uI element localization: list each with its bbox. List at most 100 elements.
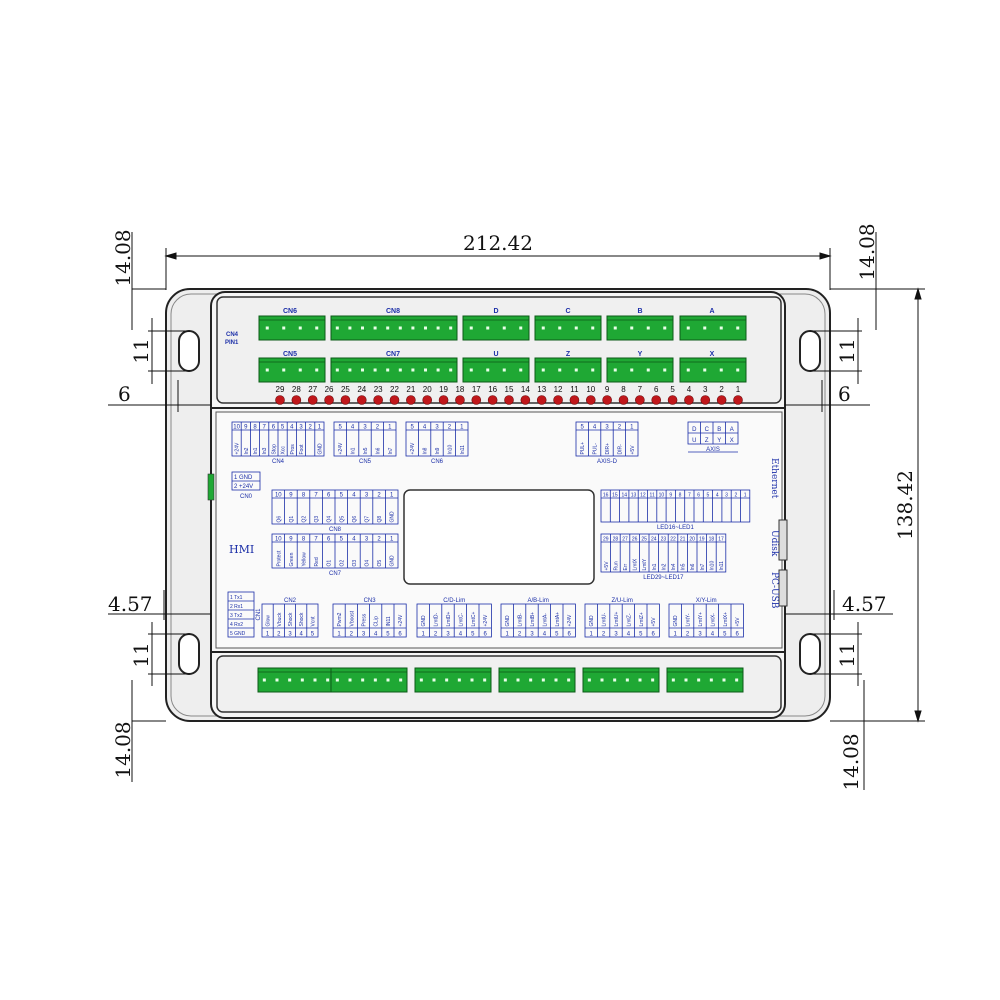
pin-number: 2 (350, 632, 354, 638)
cn1-row: 5 GND (230, 631, 246, 637)
bottom-terminal-5[interactable] (582, 667, 660, 693)
pin-number: 5 (340, 537, 344, 543)
terminal-u[interactable] (462, 357, 530, 383)
mounting-hole-top-right (799, 330, 821, 372)
terminal-screw (315, 368, 319, 372)
led-indicator (389, 395, 400, 405)
terminal-screw (419, 678, 423, 682)
pin-number: 14 (621, 493, 627, 499)
terminal-cn6[interactable] (258, 315, 326, 341)
pin-signal: O5 (377, 560, 383, 567)
pin-number: 2 (277, 632, 281, 638)
terminal-screw (449, 368, 453, 372)
terminal-y[interactable] (606, 357, 674, 383)
terminal-cn8[interactable] (330, 315, 458, 341)
pin-signal: In10 (709, 561, 715, 571)
led-number: 20 (423, 385, 432, 394)
terminal-screw (651, 678, 655, 682)
pin-number: 5 (311, 632, 315, 638)
terminal-c[interactable] (534, 315, 602, 341)
terminal-a[interactable] (679, 315, 747, 341)
pin-number: 25 (641, 537, 647, 543)
left-side-port[interactable] (207, 473, 215, 501)
pin-number: 2 (377, 493, 381, 499)
pin-signal: Q8 (377, 516, 383, 523)
axis-letter: D (692, 427, 697, 433)
terminal-cn5[interactable] (258, 357, 326, 383)
bottom-terminal-3[interactable] (414, 667, 492, 693)
pin-number: 1 (460, 425, 464, 431)
terminal-screw (574, 368, 578, 372)
pin-number: 5 (555, 632, 559, 638)
bottom-terminal-6[interactable] (666, 667, 744, 693)
terminal-screw (736, 368, 740, 372)
pin-number: 1 (630, 425, 634, 431)
cn4-pin-label: CN4 (226, 332, 239, 338)
pin-number: 3 (530, 632, 534, 638)
pin-number: 28 (613, 537, 619, 543)
terminal-screw (399, 678, 403, 682)
terminal-screw (348, 678, 352, 682)
d-label: D (493, 308, 498, 315)
terminal-z[interactable] (534, 357, 602, 383)
pin-signal: +24V (567, 614, 573, 626)
led-number: 16 (488, 385, 497, 394)
pin-signal: Yellow (302, 552, 308, 567)
usb-port[interactable] (778, 569, 788, 607)
table-title: A/B-Lim (528, 598, 549, 604)
pin-number: 6 (327, 493, 331, 499)
pin-number: 10 (275, 493, 282, 499)
pin-signal: LmtY- (686, 613, 692, 626)
terminal-b[interactable] (606, 315, 674, 341)
bottom-terminal-1[interactable] (257, 667, 335, 693)
axis-letter: B (717, 427, 721, 433)
pin-signal: Err (623, 564, 629, 571)
terminal-screw (313, 678, 317, 682)
terminal-screw (735, 678, 739, 682)
table-title: Z/U-Lim (612, 598, 633, 604)
bottom-terminal-4[interactable] (498, 667, 576, 693)
terminal-screw (703, 368, 707, 372)
pin-number: 2 (518, 632, 522, 638)
terminal-screw (613, 678, 617, 682)
pin-signal: Green (289, 552, 295, 566)
led-indicator (291, 395, 302, 405)
terminal-screw (449, 326, 453, 330)
terminal-screw (638, 678, 642, 682)
pin-signal: In1 (652, 563, 658, 570)
terminal-screw (558, 368, 562, 372)
pin-number: 3 (362, 632, 366, 638)
bottom-terminal-2[interactable] (330, 667, 408, 693)
terminal-x[interactable] (679, 357, 747, 383)
table-title: AXIS-D (597, 459, 618, 465)
pin-signal: DIR- (617, 444, 623, 455)
terminal-cn7[interactable] (330, 357, 458, 383)
pin-signal: Q4 (327, 516, 333, 523)
pin-number: 2 (377, 537, 381, 543)
terminal-d[interactable] (462, 315, 530, 341)
overall-height-dimension: 138.42 (893, 470, 917, 540)
overall-width-dimension: 212.42 (463, 231, 533, 255)
led-number: 8 (621, 385, 626, 394)
pin-number: 4 (300, 632, 304, 638)
pin-number: 6 (398, 632, 402, 638)
pin-number: 1 (744, 493, 747, 499)
pin-number: 3 (299, 425, 303, 431)
pin-number: 9 (289, 493, 293, 499)
left-hole-bottom-dimension: 11 (129, 642, 153, 667)
pin-number: 3 (698, 632, 702, 638)
pin-signal: LmtX+ (723, 612, 729, 627)
pin-signal: In5 (363, 447, 369, 454)
led-number: 14 (521, 385, 530, 394)
ethernet-port[interactable] (778, 519, 788, 561)
terminal-screw (335, 368, 339, 372)
terminal-screw (558, 326, 562, 330)
terminal-screw (630, 368, 634, 372)
led-number: 3 (703, 385, 708, 394)
mounting-hole-bottom-left (178, 633, 200, 675)
axis-letter: A (730, 427, 734, 433)
